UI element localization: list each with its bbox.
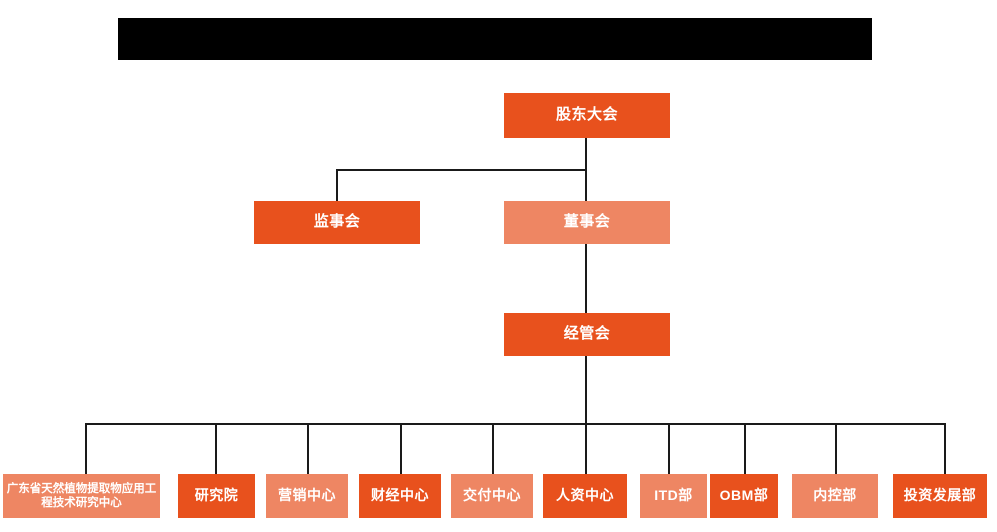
title-banner xyxy=(118,18,872,60)
connector-shareholders-down xyxy=(585,138,587,171)
connector-drop-hr-center xyxy=(585,423,587,474)
node-shareholders-meeting[interactable]: 股东大会 xyxy=(504,93,670,138)
node-marketing-center[interactable]: 营销中心 xyxy=(266,474,348,518)
connector-management-down xyxy=(585,356,587,424)
connector-level2-horizontal xyxy=(336,169,587,171)
connector-drop-internal-control-department xyxy=(835,423,837,474)
connector-drop-guangdong-research-center xyxy=(85,423,87,474)
node-research-institute[interactable]: 研究院 xyxy=(178,474,255,518)
node-board-of-directors[interactable]: 董事会 xyxy=(504,201,670,244)
connector-drop-itd-department xyxy=(668,423,670,474)
node-internal-control-department[interactable]: 内控部 xyxy=(792,474,878,518)
node-guangdong-research-center[interactable]: 广东省天然植物提取物应用工程技术研究中心 xyxy=(3,474,160,518)
connector-directors-down xyxy=(585,169,587,201)
node-investment-development-department[interactable]: 投资发展部 xyxy=(893,474,987,518)
connector-drop-research-institute xyxy=(215,423,217,474)
connector-supervisors-down xyxy=(336,169,338,201)
node-hr-center[interactable]: 人资中心 xyxy=(543,474,627,518)
connector-directors-to-management xyxy=(585,243,587,313)
node-management-committee[interactable]: 经管会 xyxy=(504,313,670,356)
node-board-of-supervisors[interactable]: 监事会 xyxy=(254,201,420,244)
node-obm-department[interactable]: OBM部 xyxy=(710,474,778,518)
connector-drop-marketing-center xyxy=(307,423,309,474)
connector-departments-busbar xyxy=(85,423,946,425)
connector-drop-investment-development-department xyxy=(944,423,946,474)
connector-drop-delivery-center xyxy=(492,423,494,474)
node-itd-department[interactable]: ITD部 xyxy=(640,474,707,518)
connector-drop-finance-center xyxy=(400,423,402,474)
node-delivery-center[interactable]: 交付中心 xyxy=(451,474,533,518)
node-finance-center[interactable]: 财经中心 xyxy=(359,474,441,518)
connector-drop-obm-department xyxy=(744,423,746,474)
